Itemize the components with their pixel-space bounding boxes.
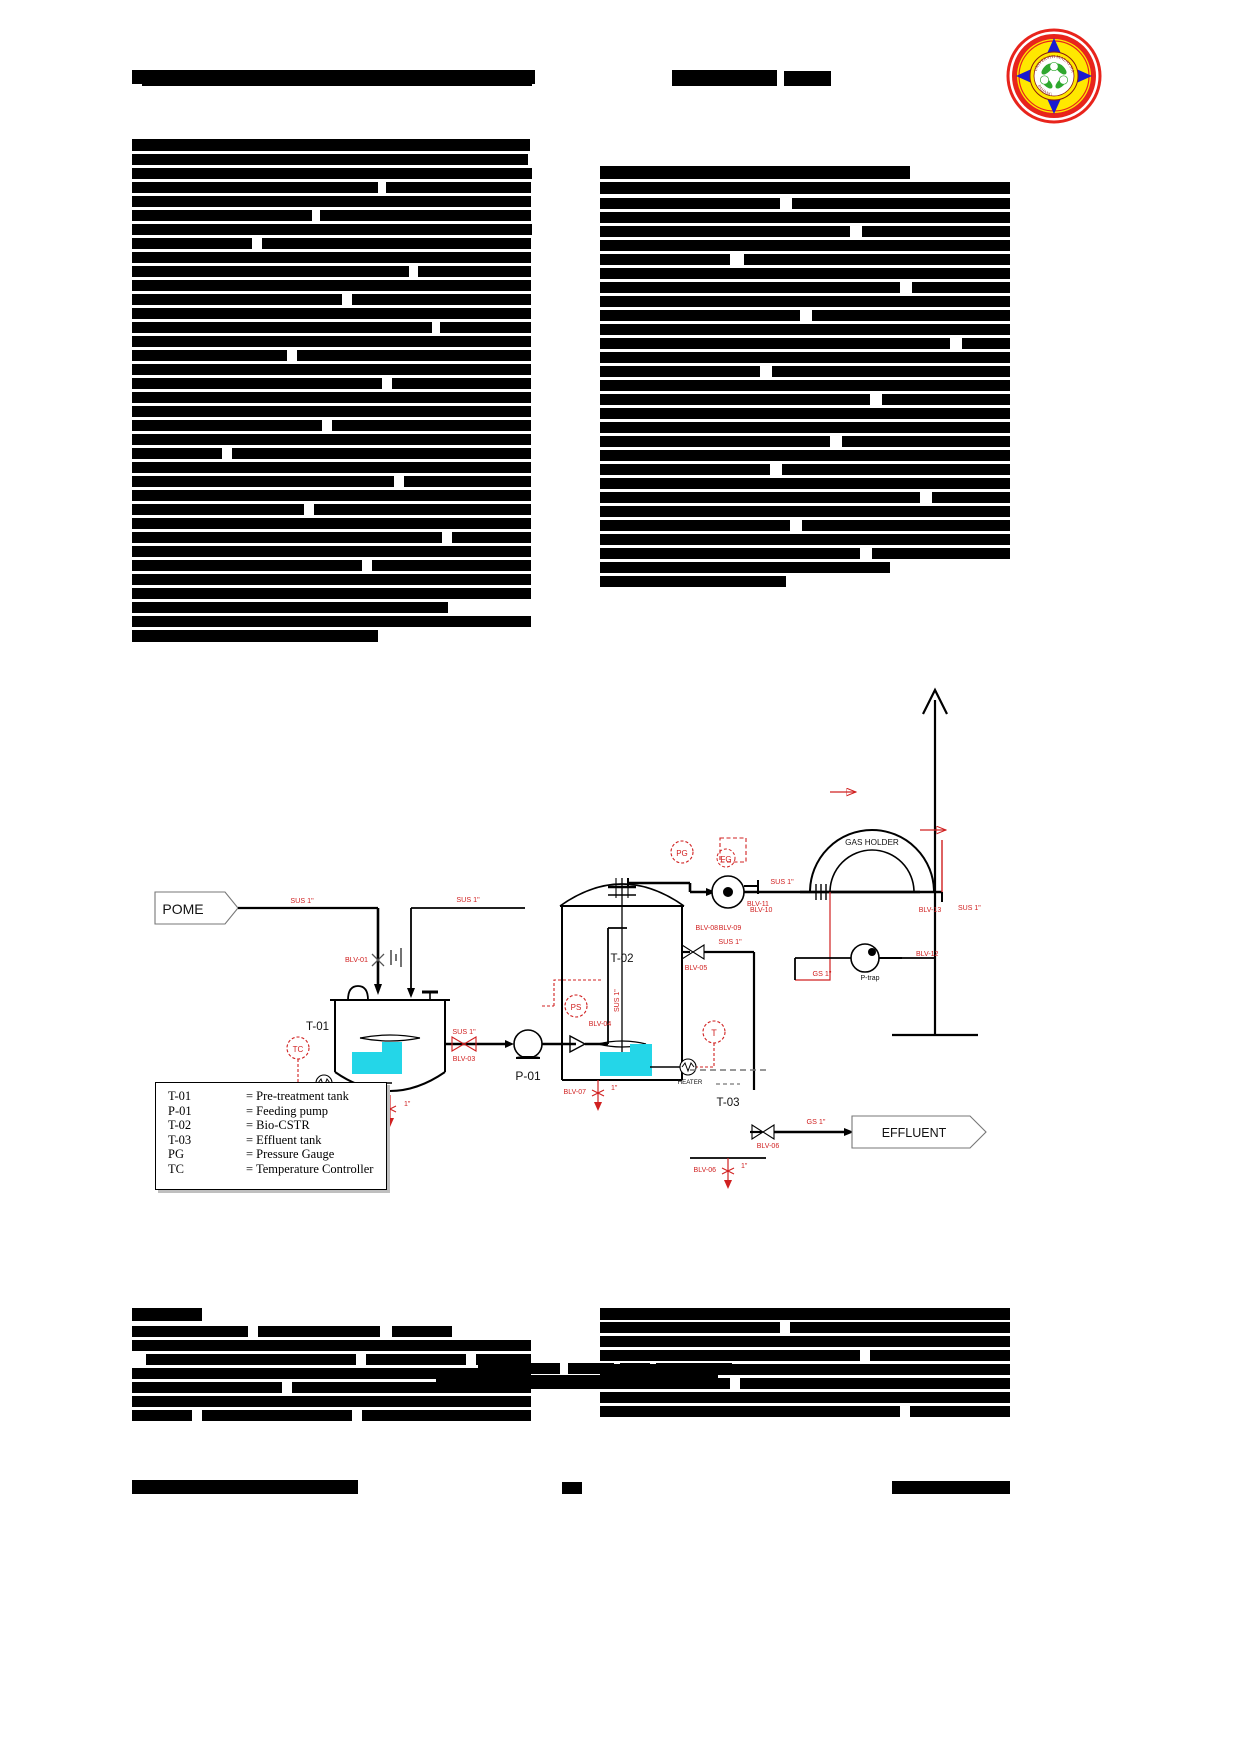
legend-value: = Pre-treatment tank <box>246 1089 349 1103</box>
pump-p-01: P-01 <box>513 1029 608 1083</box>
pipe-label-gs1-effluent: GS 1" <box>807 1117 826 1126</box>
pome-biogas-pid-figure: POME SUS 1" BLV-01 S <box>130 640 1130 1340</box>
gas-blower: BLV-10 BLV-09 <box>711 875 773 932</box>
legend-row: T-02 = Bio-CSTR <box>168 1118 386 1133</box>
heater-t02-label: HEATER <box>678 1079 703 1086</box>
t02-to-t03-line: SUS 1" BLV-05 <box>681 937 756 1090</box>
legend-key: P-01 <box>168 1103 192 1118</box>
instrument-tc-label: TC <box>293 1045 304 1054</box>
valve-label-blv-10: BLV-10 <box>750 907 773 914</box>
effluent-outlet-arrow: EFFLUENT <box>851 1115 987 1149</box>
effluent-outlet-line: GS 1" BLV-06 <box>750 1117 854 1150</box>
header-title-redaction-2 <box>142 76 532 86</box>
pome-inlet-label: POME <box>162 901 203 917</box>
pome-inlet-arrow: POME <box>154 891 239 925</box>
valve-blv-08: BLV-08 <box>696 925 719 932</box>
p01-to-t02-line: BLV-04 SUS 1" <box>589 927 627 1044</box>
pipe-label-gs1-ptrap: GS 1" <box>813 969 832 978</box>
university-crest-logo: UNIVERSITI MALAYSIA PAHANG <box>1006 28 1102 124</box>
effluent-outlet-label: EFFLUENT <box>882 1126 947 1140</box>
t01-discharge-line: SUS 1" BLV-03 <box>445 1027 514 1063</box>
legend-key: T-03 <box>168 1132 192 1147</box>
tank-t-03-label: T-03 <box>716 1097 739 1109</box>
legend-row: T-03 = Effluent tank <box>168 1133 386 1148</box>
legend-key: TC <box>168 1161 184 1176</box>
header-right-redaction-2 <box>784 71 831 86</box>
valve-label-blv-03: BLV-03 <box>453 1056 476 1063</box>
legend-value: = Temperature Controller <box>246 1161 374 1176</box>
legend-row: T-01 = Pre-treatment tank <box>168 1089 386 1104</box>
header-right-redaction <box>672 70 777 86</box>
valve-label-blv-09: BLV-09 <box>719 925 742 932</box>
biogas-line <box>627 878 716 896</box>
tank-t-01: T-01 <box>306 985 450 1092</box>
instrument-ps-label: PS <box>571 1003 582 1012</box>
valve-label-blv-08: BLV-08 <box>696 925 719 932</box>
instrument-fg-label: FG <box>720 855 731 864</box>
pipe-label-sus1-inlet: SUS 1" <box>290 896 314 905</box>
pipe-label-gs1-vent: SUS 1" <box>958 905 981 912</box>
tank-t-01-label: T-01 <box>306 1021 329 1033</box>
instrument-fg: FG <box>716 837 747 868</box>
valve-blv-03-t03-drain: BLV-06 1" <box>694 1158 748 1189</box>
tank-t-02-label: T-02 <box>610 953 633 965</box>
instrument-ps: PS <box>542 979 602 1018</box>
gas-holder: GAS HOLDER <box>800 829 942 894</box>
pome-feed-line: SUS 1" <box>238 896 382 995</box>
legend-value: = Bio-CSTR <box>246 1118 310 1133</box>
valve-label-blv-06: BLV-06 <box>757 1143 780 1150</box>
gasholder-outlet-line: BLV-13 SUS 1" <box>919 892 981 914</box>
valve-label-blv-01: BLV-01 <box>345 955 368 964</box>
legend-key: T-01 <box>168 1089 192 1103</box>
pipe-label-sus1-riser: SUS 1" <box>614 989 621 1012</box>
pipe-label-t02-drain-1in: 1" <box>611 1085 618 1092</box>
instrument-t-label: T <box>711 1028 717 1038</box>
valve-label-blv-12: BLV-12 <box>916 951 939 958</box>
gas-holder-label: GAS HOLDER <box>845 838 899 847</box>
p-trap-label: P-trap <box>860 975 879 982</box>
pipe-label-drain-1in: 1" <box>404 1101 411 1108</box>
gas-flow-annotations <box>795 792 946 981</box>
pump-p-01-label: P-01 <box>515 1069 541 1083</box>
legend-row: PG = Pressure Gauge <box>168 1147 386 1162</box>
legend-key: T-02 <box>168 1118 192 1133</box>
valve-label-blv-11: BLV-11 <box>747 901 769 908</box>
valve-label-blv-13: BLV-13 <box>919 907 942 914</box>
valve-blv-01: BLV-01 <box>345 948 402 967</box>
pipe-label-sus1-gas: SUS 1" <box>770 877 794 886</box>
pipe-label-sus1-t03: SUS 1" <box>718 937 742 946</box>
legend-row: P-01 = Feeding pump <box>168 1104 386 1119</box>
instrument-tc-t01: TC <box>286 1036 316 1084</box>
instrument-pg: PG <box>670 840 694 864</box>
p-trap: P-trap BLV-12 GS 1" <box>794 943 939 982</box>
instrument-t-t02: T <box>696 1020 726 1068</box>
legend-key: PG <box>168 1147 184 1162</box>
figure-legend: T-01 = Pre-treatment tank P-01 = Feeding… <box>155 1082 387 1190</box>
legend-row: TC = Temperature Controller <box>168 1162 386 1177</box>
valve-label-blv-04: BLV-04 <box>589 1021 612 1028</box>
recirculation-line: SUS 1" <box>407 895 525 998</box>
instrument-pg-label: PG <box>676 849 688 858</box>
pipe-label-sus1-discharge: SUS 1" <box>452 1027 476 1036</box>
legend-value: = Pressure Gauge <box>246 1147 335 1162</box>
legend-value: = Effluent tank <box>246 1132 322 1147</box>
vent-stack <box>892 687 978 1037</box>
valve-label-blv-06-bottom: BLV-06 <box>694 1167 717 1174</box>
legend-value: = Feeding pump <box>246 1103 329 1118</box>
valve-blv-07-drain: BLV-07 1" <box>564 1080 618 1111</box>
pipe-label-t03-drain-1in: 1" <box>741 1163 748 1170</box>
tank-t-02: T-02 <box>559 878 685 1081</box>
pipe-label-sus1-recirc: SUS 1" <box>456 895 480 904</box>
valve-label-blv-05: BLV-05 <box>685 965 708 972</box>
valve-label-blv-07: BLV-07 <box>564 1089 587 1096</box>
heater-t02: HEATER <box>650 1058 703 1086</box>
